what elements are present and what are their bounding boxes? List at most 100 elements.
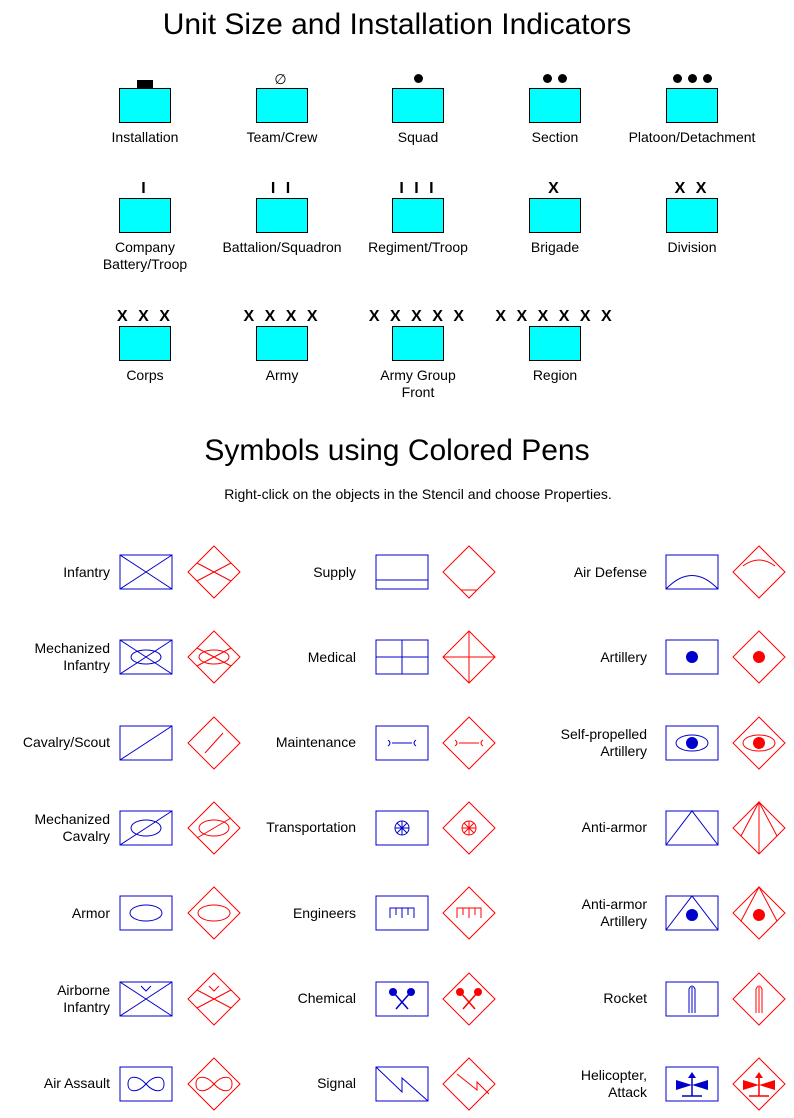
transportation-friendly-icon[interactable] <box>372 807 432 849</box>
section-title: Symbols using Colored Pens <box>204 434 590 467</box>
unit-size-indicator: ∅ <box>274 71 290 87</box>
air-defense-friendly-icon[interactable] <box>662 551 722 593</box>
maintenance-friendly-icon[interactable] <box>372 722 432 764</box>
anti-armor-artillery-friendly-icon[interactable] <box>662 892 722 934</box>
engineers-friendly-icon[interactable] <box>372 892 432 934</box>
symbol-label: Transportation <box>266 819 356 836</box>
signal-friendly-icon[interactable] <box>372 1063 432 1105</box>
unit-frame <box>119 326 171 361</box>
transportation-hostile-icon[interactable] <box>439 798 499 858</box>
symbol-label: Infantry <box>63 563 110 580</box>
unit-size-indicator: X X <box>674 180 710 197</box>
chemical-hostile-icon[interactable] <box>439 969 499 1029</box>
anti-armor-artillery-hostile-icon[interactable] <box>729 883 789 943</box>
helicopter-attack-friendly-icon[interactable] <box>662 1063 722 1105</box>
airborne-infantry-friendly-icon[interactable] <box>116 978 176 1020</box>
unit-label: Team/Crew <box>246 129 318 145</box>
supply-hostile-icon[interactable] <box>439 542 499 602</box>
unit-size-indicator <box>480 70 630 88</box>
unit-size-indicator: I I I <box>399 180 437 197</box>
self-propelled-artillery-friendly-icon[interactable] <box>662 722 722 764</box>
armor-hostile-icon[interactable] <box>184 883 244 943</box>
unit-size-item[interactable]: Installation <box>70 70 220 146</box>
air-defense-hostile-icon[interactable] <box>729 542 789 602</box>
unit-label: Platoon/Detachment <box>628 129 756 145</box>
unit-frame <box>529 88 581 123</box>
infantry-hostile-icon[interactable] <box>184 542 244 602</box>
unit-size-indicator: X X X <box>117 308 173 325</box>
unit-size-item[interactable]: Platoon/Detachment <box>617 70 767 146</box>
unit-label: Section <box>531 129 579 145</box>
unit-frame <box>666 198 718 233</box>
unit-size-item[interactable]: X X Division <box>617 180 767 256</box>
symbol-label: Air Assault <box>43 1075 110 1092</box>
artillery-hostile-icon[interactable] <box>729 627 789 687</box>
air-assault-friendly-icon[interactable] <box>116 1063 176 1105</box>
cavalry-scout-hostile-icon[interactable] <box>184 713 244 773</box>
unit-size-item[interactable]: X X X X X X Region <box>480 308 630 384</box>
rocket-friendly-icon[interactable] <box>662 978 722 1020</box>
unit-size-item[interactable]: Squad <box>343 70 493 146</box>
unit-frame <box>256 326 308 361</box>
unit-size-indicator <box>617 70 767 88</box>
unit-label: Battalion/Squadron <box>222 239 342 255</box>
helicopter-attack-hostile-icon[interactable] <box>729 1054 789 1114</box>
air-assault-hostile-icon[interactable] <box>184 1054 244 1114</box>
unit-frame <box>392 198 444 233</box>
symbol-label: Helicopter,Attack <box>580 1066 647 1100</box>
unit-label: Regiment/Troop <box>368 239 468 255</box>
unit-label: Squad <box>397 129 439 145</box>
maintenance-hostile-icon[interactable] <box>439 713 499 773</box>
unit-label: Installation <box>111 129 179 145</box>
symbol-label: Chemical <box>297 990 356 1006</box>
supply-friendly-icon[interactable] <box>372 551 432 593</box>
unit-label: Region <box>532 367 578 383</box>
mechanized-infantry-friendly-icon[interactable] <box>116 636 176 678</box>
anti-armor-friendly-icon[interactable] <box>662 807 722 849</box>
anti-armor-hostile-icon[interactable] <box>729 798 789 858</box>
artillery-friendly-icon[interactable] <box>662 636 722 678</box>
chemical-friendly-icon[interactable] <box>372 978 432 1020</box>
unit-label: Division <box>667 239 717 255</box>
rocket-hostile-icon[interactable] <box>729 969 789 1029</box>
unit-size-indicator: X <box>548 180 562 197</box>
installation-mark <box>137 80 153 88</box>
infantry-friendly-icon[interactable] <box>116 551 176 593</box>
unit-frame <box>119 198 171 233</box>
symbol-label: Medical <box>307 648 356 665</box>
unit-size-indicator: X X X X <box>243 308 321 325</box>
unit-dot <box>413 74 423 84</box>
symbol-label: Supply <box>313 563 356 580</box>
mechanized-cavalry-hostile-icon[interactable] <box>184 798 244 858</box>
engineers-hostile-icon[interactable] <box>439 883 499 943</box>
unit-size-item[interactable]: I I I Regiment/Troop <box>343 180 493 256</box>
self-propelled-artillery-hostile-icon[interactable] <box>729 713 789 773</box>
armor-friendly-icon[interactable] <box>116 892 176 934</box>
unit-size-item[interactable]: ∅ Team/Crew <box>207 70 357 146</box>
symbol-label: Cavalry/Scout <box>22 734 110 751</box>
unit-frame <box>529 326 581 361</box>
unit-size-item[interactable]: Section <box>480 70 630 146</box>
unit-dot <box>672 74 682 84</box>
unit-size-indicator: X X X X X <box>368 308 468 325</box>
airborne-infantry-hostile-icon[interactable] <box>184 969 244 1029</box>
unit-size-indicator: X X X X X X <box>495 308 615 325</box>
medical-friendly-icon[interactable] <box>372 636 432 678</box>
medical-hostile-icon[interactable] <box>439 627 499 687</box>
cavalry-scout-friendly-icon[interactable] <box>116 722 176 764</box>
mechanized-cavalry-friendly-icon[interactable] <box>116 807 176 849</box>
unit-frame <box>392 326 444 361</box>
unit-dot <box>558 74 567 84</box>
mechanized-infantry-hostile-icon[interactable] <box>184 627 244 687</box>
signal-hostile-icon[interactable] <box>439 1054 499 1114</box>
